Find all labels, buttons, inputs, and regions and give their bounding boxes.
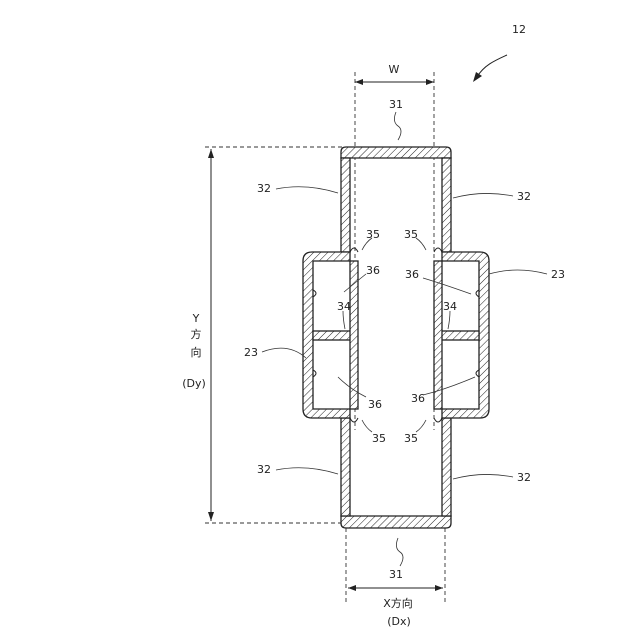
label-35-bottom-right: 35 (404, 432, 418, 445)
y-axis-line3: 向 (191, 345, 202, 359)
y-axis-line1: Y (192, 312, 200, 325)
label-32-bottom-left: 32 (257, 463, 271, 476)
label-36-bottom-right: 36 (411, 392, 425, 405)
label-35-top-right: 35 (404, 228, 418, 241)
label-32-top-right: 32 (517, 190, 531, 203)
label-36-top-left: 36 (366, 264, 380, 277)
x-axis-line1: X方向 (383, 596, 413, 610)
label-31-top: 31 (389, 98, 403, 111)
y-axis-line2: 方 (191, 327, 202, 341)
label-23-left: 23 (244, 346, 258, 359)
reference-12: 12 (473, 23, 526, 82)
label-23-right: 23 (551, 268, 565, 281)
left-flange-section (303, 248, 358, 422)
label-36-bottom-left: 36 (368, 398, 382, 411)
x-axis-line2: (Dx) (387, 615, 411, 628)
y-axis-line4: (Dy) (182, 377, 206, 390)
label-36-top-right: 36 (405, 268, 419, 281)
label-31-bottom: 31 (389, 568, 403, 581)
label-32-top-left: 32 (257, 182, 271, 195)
right-flange-section (434, 248, 489, 422)
label-35-bottom-left: 35 (372, 432, 386, 445)
label-35-top-left: 35 (366, 228, 380, 241)
dimension-w-label: W (389, 63, 400, 76)
reference-labels: 31 31 32 32 32 32 23 23 35 35 35 35 36 3… (244, 98, 565, 581)
label-34-left: 34 (337, 300, 351, 313)
label-34-right: 34 (443, 300, 457, 313)
reference-12-label: 12 (512, 23, 526, 36)
label-32-bottom-right: 32 (517, 471, 531, 484)
